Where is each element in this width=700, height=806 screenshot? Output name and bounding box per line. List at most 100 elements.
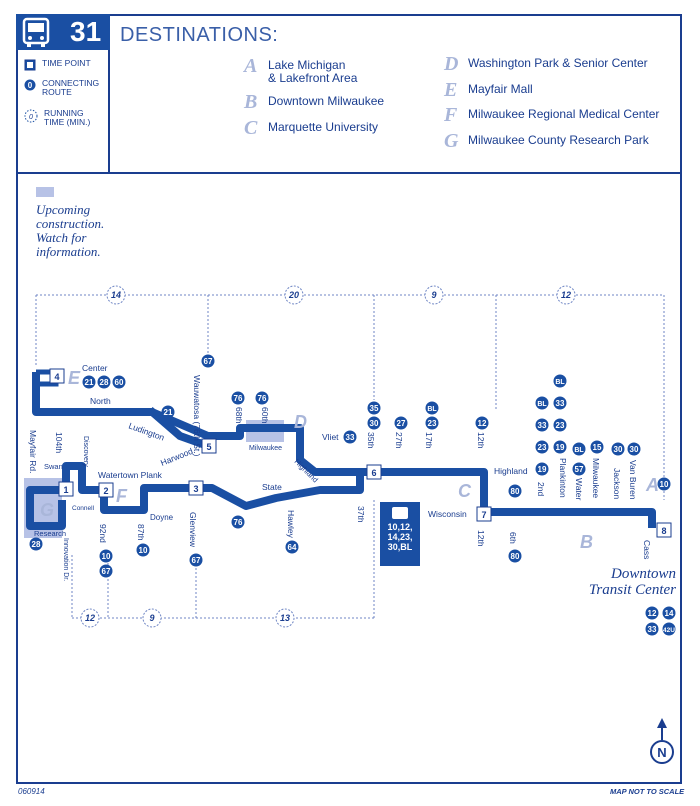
- conn-vanburen-30: 30: [627, 442, 641, 456]
- svg-text:12: 12: [478, 419, 487, 428]
- footer-scale: MAP NOT TO SCALE: [610, 787, 685, 796]
- svg-text:28: 28: [32, 540, 41, 549]
- street-hawley: Hawley: [286, 510, 296, 539]
- svg-text:30: 30: [614, 445, 623, 454]
- time-point-2: 2: [98, 482, 114, 498]
- downtown-transit-center-label: Downtown Transit Center: [588, 566, 676, 598]
- street-glenview: Glenview: [188, 512, 198, 548]
- construction-note: Upcoming construction. Watch for informa…: [36, 202, 105, 259]
- time-point-3: 3: [188, 480, 204, 496]
- destinations-title: DESTINATIONS:: [120, 24, 279, 46]
- map-letter-b: B: [580, 532, 593, 552]
- map-letter-e: E: [68, 368, 81, 388]
- conn-6th-80b: 80: [508, 549, 522, 563]
- street-state: State: [262, 482, 282, 492]
- running-time-bottom-1: 12: [80, 608, 100, 628]
- svg-text:42U: 42U: [663, 627, 675, 634]
- street-cass: Cass: [642, 540, 652, 559]
- conn-hawley-64: 64: [285, 540, 299, 554]
- svg-text:2: 2: [103, 486, 108, 496]
- street-104th: 104th: [54, 432, 64, 454]
- conn-center-28: 28: [97, 375, 111, 389]
- street-jackson: Jackson: [612, 468, 622, 499]
- street-2nd: 2nd: [536, 482, 546, 496]
- conn-plank-23: 23: [553, 418, 567, 432]
- svg-text:60: 60: [115, 378, 124, 387]
- legend: TIME POINT 0 CONNECTING ROUTE 0 RUNNING …: [16, 50, 110, 174]
- running-time-bottom-2: 9: [142, 608, 162, 628]
- svg-text:3: 3: [193, 484, 198, 494]
- street-connell: Connell: [72, 505, 95, 512]
- svg-text:28: 28: [100, 378, 109, 387]
- wisconsin-connections-box: [380, 502, 420, 566]
- svg-text:15: 15: [593, 443, 602, 452]
- construction-swatch: [36, 187, 54, 197]
- svg-text:67: 67: [102, 567, 111, 576]
- time-point-7: 7: [476, 506, 492, 522]
- svg-text:5: 5: [206, 442, 211, 452]
- svg-text:7: 7: [481, 510, 486, 520]
- running-times: 14 20 9 12 12 9 13: [80, 285, 576, 628]
- svg-text:0: 0: [29, 114, 33, 121]
- street-12th-south: 12th: [476, 530, 486, 547]
- svg-text:80: 80: [511, 487, 520, 496]
- svg-text:BL: BL: [537, 401, 547, 408]
- running-time-top-3: 9: [424, 285, 444, 305]
- street-discovery: Discovery: [82, 436, 89, 467]
- svg-text:BL: BL: [427, 406, 437, 413]
- street-van-buren: Van Buren: [628, 460, 638, 500]
- running-time-top-1: 14: [106, 285, 126, 305]
- conn-state-76: 76: [231, 515, 245, 529]
- street-wauwatosa: Wauwatosa (76th St.): [192, 375, 202, 457]
- conn-center-60: 60: [112, 375, 126, 389]
- street-highland: Highland: [494, 466, 528, 476]
- conn-2nd-bl: BL: [535, 396, 549, 410]
- svg-text:23: 23: [556, 421, 565, 430]
- time-point-5: 5: [201, 438, 217, 454]
- street-12th: 12th: [476, 432, 486, 449]
- running-time-bottom-3: 13: [275, 608, 295, 628]
- svg-text:1: 1: [63, 485, 68, 495]
- street-68th: 68th: [234, 407, 244, 424]
- conn-wauwatosa-67: 67: [201, 354, 215, 368]
- conn-2nd-19: 19: [535, 462, 549, 476]
- conn-plank-bl: BL: [553, 374, 567, 388]
- svg-text:19: 19: [556, 443, 565, 452]
- svg-text:21: 21: [164, 408, 173, 417]
- running-time-icon: 0: [24, 109, 38, 123]
- svg-text:33: 33: [346, 433, 355, 442]
- running-time-top-2: 20: [284, 285, 304, 305]
- bus-icon: [392, 507, 408, 519]
- legend-connecting: 0 CONNECTING ROUTE: [24, 79, 102, 97]
- conn-milwaukee-15: 15: [590, 440, 604, 454]
- conn-north-21: 21: [161, 405, 175, 419]
- svg-text:27: 27: [397, 419, 406, 428]
- conn-downtown-42u: 42U: [662, 622, 676, 636]
- svg-text:4: 4: [54, 372, 59, 382]
- svg-text:57: 57: [575, 465, 584, 474]
- conn-vliet-33: 33: [343, 430, 357, 444]
- north-arrow-icon: N: [650, 718, 674, 764]
- svg-text:BL: BL: [574, 447, 584, 454]
- street-doyne: Doyne: [150, 513, 174, 522]
- svg-text:19: 19: [538, 465, 547, 474]
- svg-text:76: 76: [234, 394, 243, 403]
- svg-text:33: 33: [538, 421, 547, 430]
- svg-text:10: 10: [139, 546, 148, 555]
- svg-text:30: 30: [370, 419, 379, 428]
- conn-2nd-33: 33: [535, 418, 549, 432]
- svg-text:14: 14: [111, 290, 121, 300]
- conn-center-21: 21: [82, 375, 96, 389]
- map-frame: [16, 14, 682, 784]
- conn-12th-12: 12: [475, 416, 489, 430]
- street-harwood: Harwood: [159, 446, 195, 468]
- running-time-guides: [35, 294, 665, 619]
- conn-17th-23: 23: [425, 416, 439, 430]
- svg-text:12: 12: [648, 609, 657, 618]
- conn-35th-35: 35: [367, 401, 381, 415]
- connecting-route-icon: 0: [24, 79, 36, 91]
